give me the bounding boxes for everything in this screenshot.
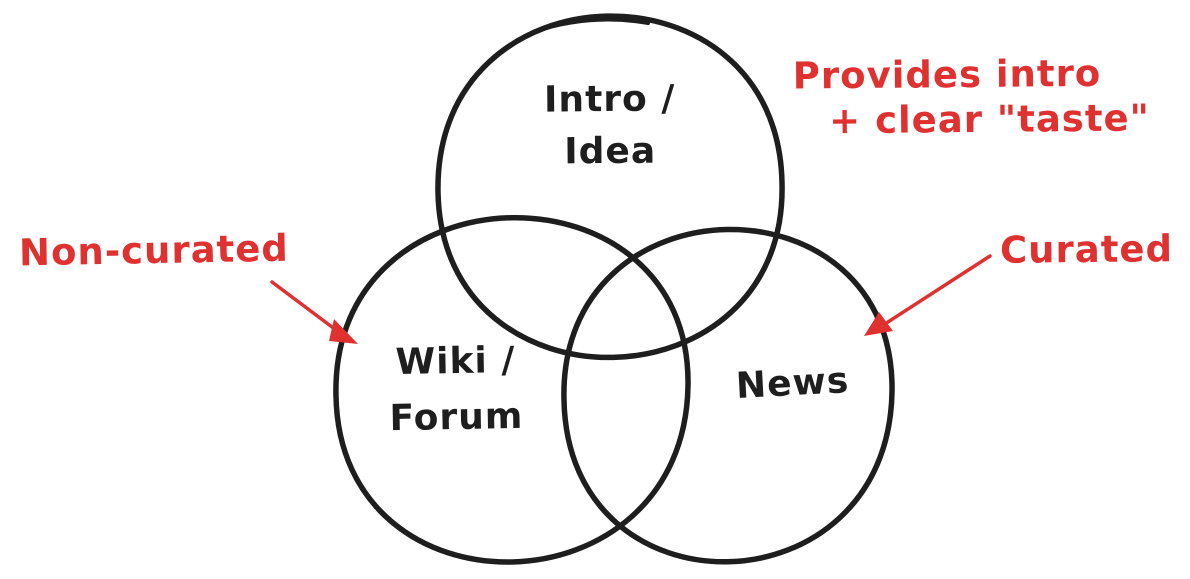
curated-arrowhead [864, 312, 893, 336]
non-curated-arrowhead [329, 319, 358, 344]
provides-intro-annotation-line1: Provides intro [792, 51, 1102, 98]
wiki-forum-label-line1: Wiki / [395, 339, 516, 384]
wiki-forum-label: Wiki / Forum [380, 333, 532, 448]
intro-idea-label-line2: Idea [564, 130, 657, 173]
intro-idea-circle-overstroke [531, 17, 650, 34]
provides-intro-annotation-line2: + clear "taste" [829, 96, 1151, 143]
non-curated-arrow [270, 280, 358, 344]
provides-intro-annotation: Provides intro + clear "taste" [793, 50, 1150, 143]
non-curated-annotation: Non-curated [18, 226, 290, 275]
intro-idea-label: Intro / Idea [450, 73, 771, 180]
curated-arrow [864, 254, 992, 336]
intro-idea-circle [435, 13, 785, 361]
wiki-forum-circle [333, 215, 691, 565]
news-label: News [735, 360, 851, 407]
news-circle [561, 226, 895, 565]
intro-idea-label-line1: Intro / [543, 78, 676, 121]
wiki-forum-label-line2: Forum [389, 395, 524, 440]
curated-annotation: Curated [999, 227, 1174, 272]
